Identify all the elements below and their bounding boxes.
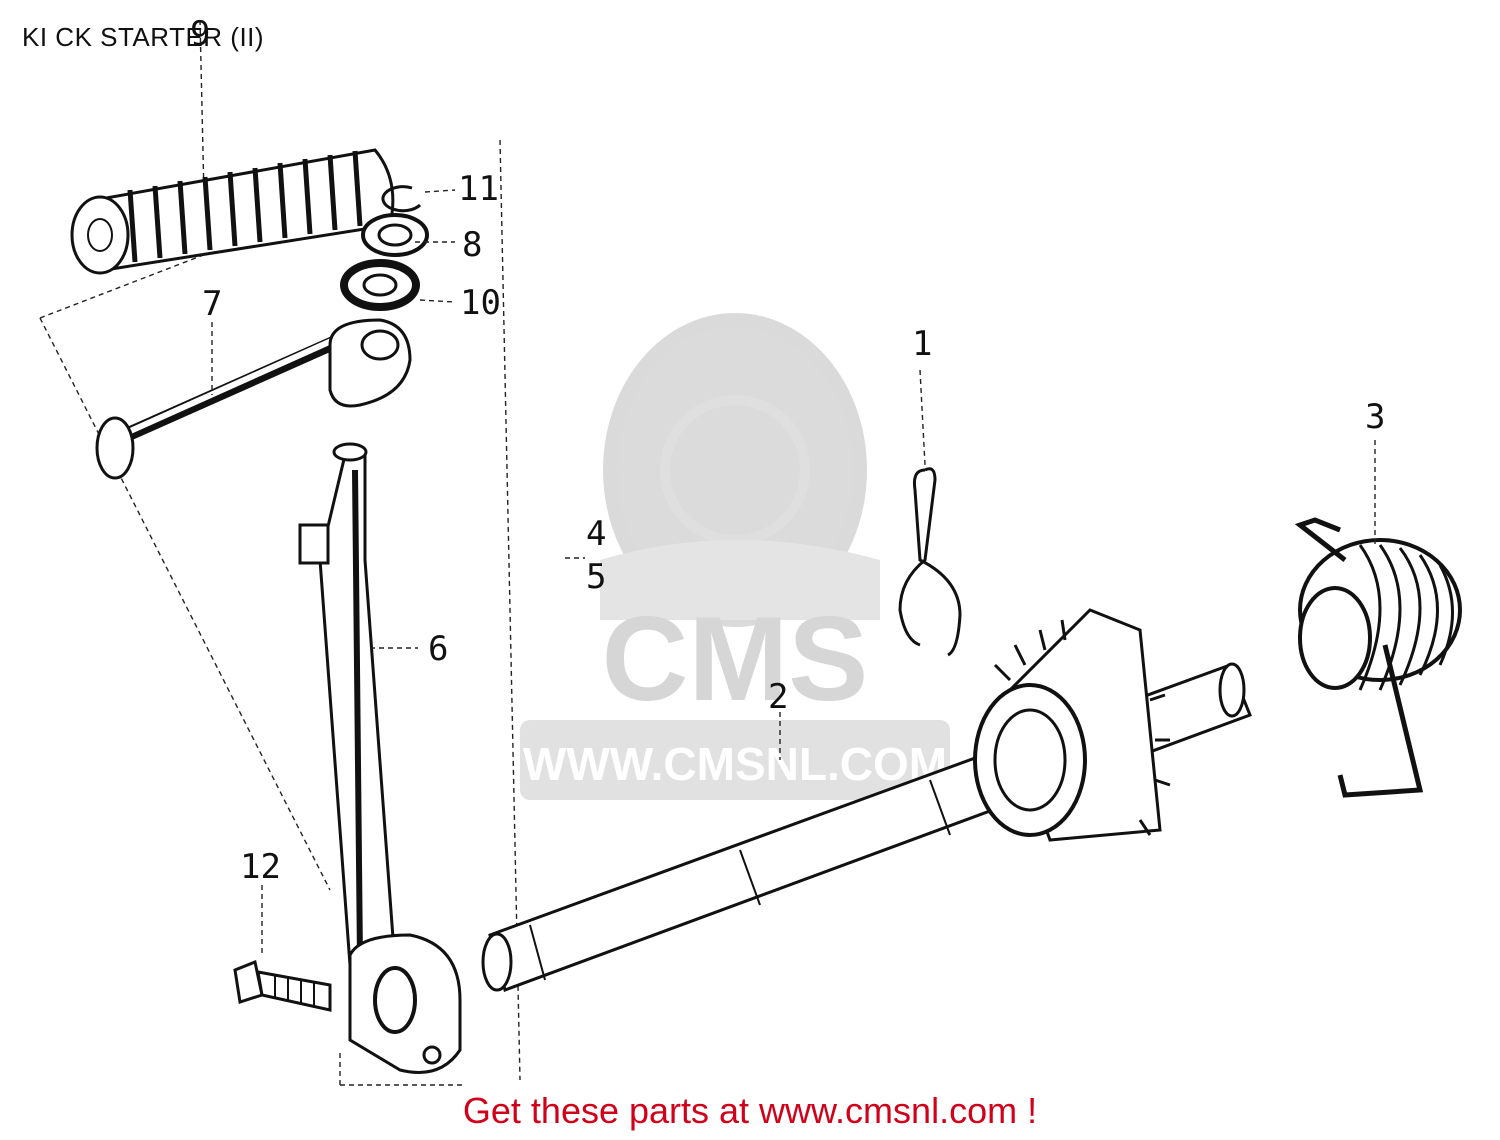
callout-leader-lines	[211, 189, 1376, 955]
bolt-part-12	[233, 959, 332, 1012]
callout-2: 2	[768, 677, 788, 717]
callout-labels: 1 2 3 4 5 6 7 8 9 10 11 12	[190, 14, 1385, 887]
spring-washer-part-10	[340, 259, 420, 311]
spindle-clip-part-1	[898, 467, 962, 657]
watermark-url: WWW.CMSNL.COM	[523, 738, 947, 790]
callout-1: 1	[912, 324, 932, 364]
circlip-part-11	[381, 185, 422, 213]
callout-8: 8	[462, 225, 482, 265]
kick-starter-spindle-part-2	[481, 608, 1252, 992]
kick-pedal-arm-part-7	[95, 318, 412, 480]
kick-starter-arm-part-6	[298, 442, 462, 1074]
get-parts-link[interactable]: Get these parts at www.cmsnl.com !	[462, 1090, 1038, 1131]
callout-12: 12	[240, 847, 281, 887]
callout-10: 10	[460, 283, 501, 323]
callout-6: 6	[428, 629, 448, 669]
callout-7: 7	[202, 284, 222, 324]
diagram-title: KI CK STARTER (II)	[22, 22, 265, 52]
return-spring-part-3	[1294, 517, 1462, 798]
cmsnl-watermark: CMS WWW.CMSNL.COM	[520, 313, 950, 800]
callout-4: 4	[586, 514, 606, 554]
kick-rubber-part-9	[70, 148, 395, 275]
callout-5: 5	[586, 557, 606, 597]
watermark-brand: CMS	[602, 592, 869, 726]
callout-3: 3	[1365, 397, 1385, 437]
callout-11: 11	[458, 169, 499, 209]
washer-part-8	[361, 213, 429, 257]
callout-9: 9	[190, 14, 210, 54]
